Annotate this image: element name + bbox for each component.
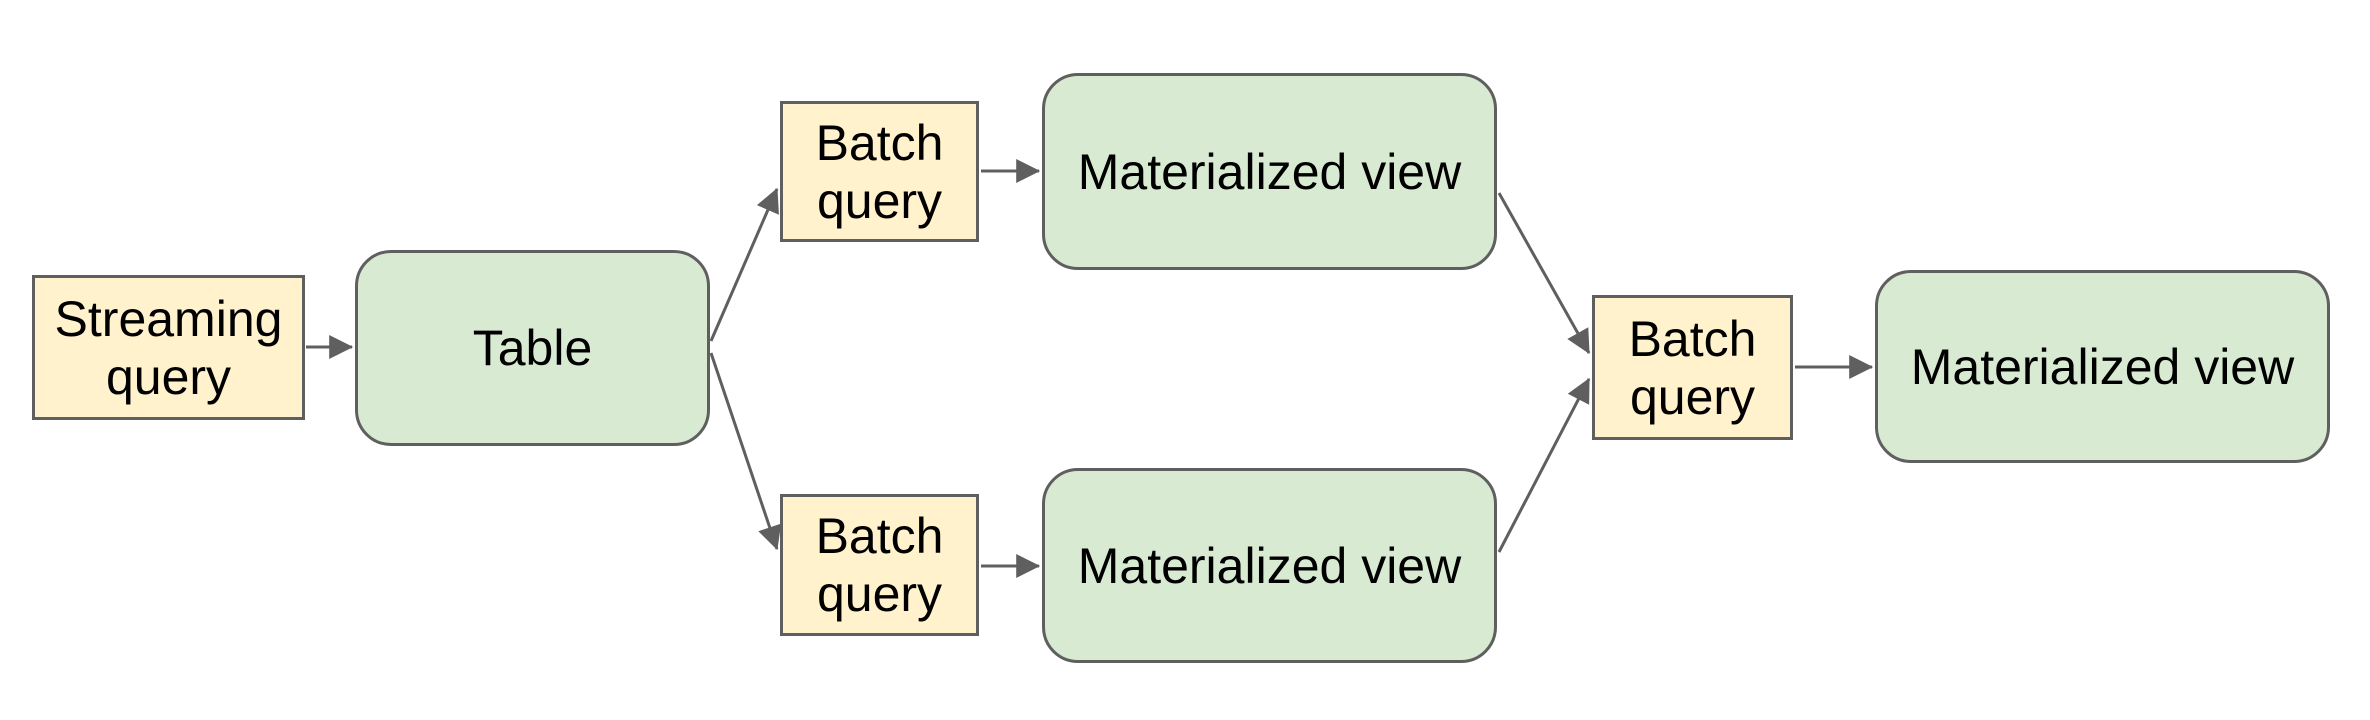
edge-table-to-batch-query-top	[709, 187, 779, 342]
edge-materialized-view-top-to-batch-query-final	[1497, 192, 1591, 355]
node-batch-query-top-label: Batch query	[815, 114, 944, 229]
node-materialized-view-top: Materialized view	[1042, 73, 1497, 270]
node-materialized-view-top-label: Materialized view	[1077, 143, 1462, 200]
node-materialized-view-final: Materialized view	[1875, 270, 2330, 463]
node-materialized-view-bottom-label: Materialized view	[1077, 537, 1462, 594]
node-batch-query-final-label: Batch query	[1628, 310, 1757, 425]
node-materialized-view-final-label: Materialized view	[1910, 338, 2295, 395]
node-streaming-query: Streaming query	[32, 275, 305, 420]
node-materialized-view-bottom: Materialized view	[1042, 468, 1497, 663]
edge-materialized-view-bottom-to-batch-query-final	[1497, 377, 1591, 553]
node-streaming-query-label: Streaming query	[54, 290, 283, 405]
node-batch-query-top: Batch query	[780, 101, 979, 242]
node-batch-query-bottom: Batch query	[780, 494, 979, 636]
node-table-label: Table	[472, 320, 593, 376]
edge-table-to-batch-query-bottom	[709, 352, 782, 551]
node-batch-query-bottom-label: Batch query	[815, 508, 944, 622]
node-table: Table	[355, 250, 710, 446]
node-batch-query-final: Batch query	[1592, 295, 1793, 440]
